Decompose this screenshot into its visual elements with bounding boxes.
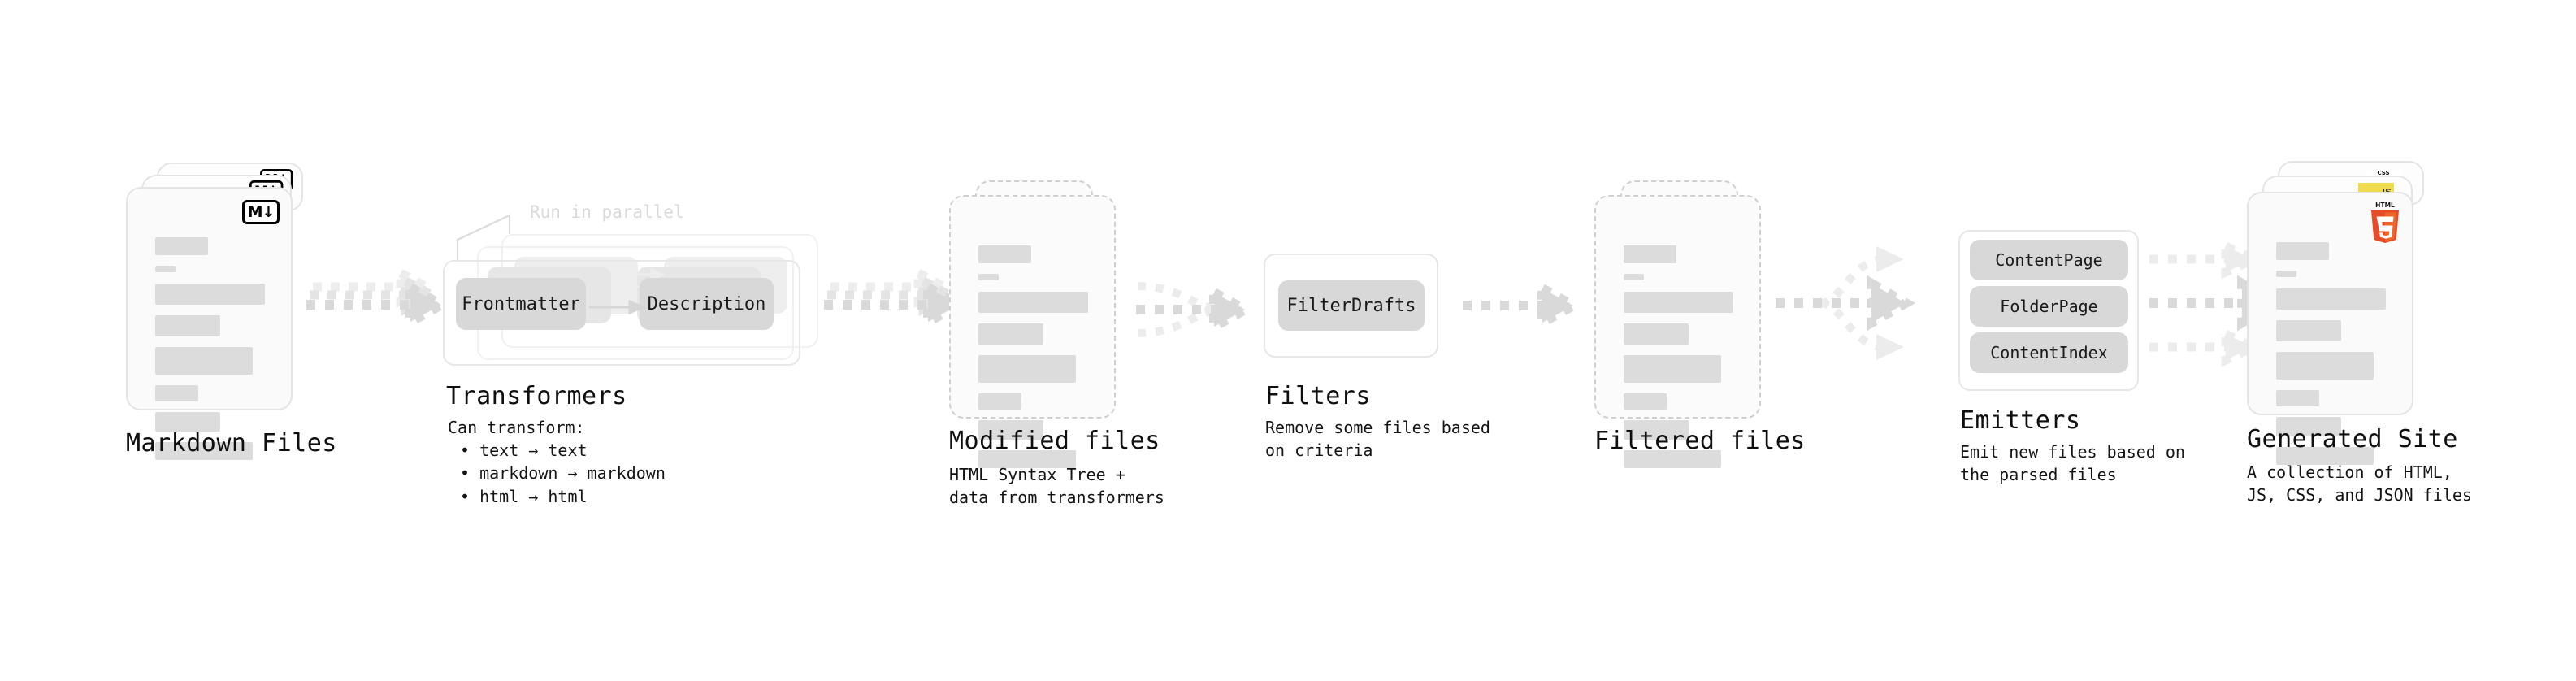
content-bar [1624, 355, 1721, 383]
content-bar [2276, 288, 2386, 310]
transformer-pill-description[interactable]: Description [640, 278, 774, 330]
emitters-subtitle: Emit new files based on the parsed files [1960, 442, 2185, 485]
content-bar [155, 442, 253, 460]
markdown-files-stack: M↓ M↓ M↓ [126, 163, 313, 460]
emitter-pill-contentpage[interactable]: ContentPage [1970, 240, 2128, 280]
content-bar [155, 347, 253, 375]
filtered-card-bars [1624, 245, 1735, 479]
emitters-title: Emitters [1960, 406, 2081, 435]
content-bar [2276, 320, 2341, 341]
filters-subtitle: Remove some files based on criteria [1265, 418, 1490, 461]
content-bar [2276, 242, 2329, 260]
content-bar [2276, 417, 2341, 436]
content-bar [155, 266, 176, 272]
content-bar [2276, 352, 2374, 380]
modified-files-stack [949, 180, 1136, 468]
site-card-bars [2276, 242, 2387, 475]
modified-card-bars [978, 245, 1090, 479]
content-bar [155, 315, 220, 336]
transformers-box-front [443, 260, 800, 366]
content-bar [978, 274, 999, 280]
markdown-files-title: Markdown Files [126, 429, 337, 458]
run-in-parallel-annotation: Run in parallel [530, 202, 684, 222]
filtered-card-front [1594, 195, 1761, 468]
content-bar [2276, 390, 2319, 406]
filter-pill-filterdrafts[interactable]: FilterDrafts [1278, 280, 1425, 331]
content-bar [2276, 271, 2296, 277]
connector-modified-to-filters [1130, 260, 1268, 366]
content-bar [1624, 245, 1676, 263]
emitters-box [1958, 230, 2139, 391]
content-bar [978, 245, 1031, 263]
bullet-item: • markdown → markdown [460, 463, 666, 484]
content-bar [1624, 323, 1689, 345]
content-bar [978, 323, 1043, 345]
filtered-files-title: Filtered files [1594, 427, 1806, 455]
content-bar [1624, 450, 1721, 468]
transformers-group: Frontmatter Description Frontmatter Desc… [443, 228, 825, 366]
site-card-front: HTML [2247, 192, 2413, 465]
content-bar [1624, 393, 1667, 410]
html5-badge: HTML [2368, 201, 2402, 243]
modified-files-subtitle: HTML Syntax Tree + data from transformer… [949, 465, 1164, 508]
generated-site-title: Generated Site [2247, 425, 2458, 453]
markdown-card-bars [155, 237, 267, 471]
markdown-card-front: M↓ [126, 187, 293, 460]
content-bar [155, 237, 208, 255]
connector-transformers-to-modified [824, 265, 969, 349]
content-bar [1624, 420, 1689, 440]
transformers-bullets: • text → text • markdown → markdown • ht… [460, 439, 666, 508]
filters-box [1264, 254, 1438, 358]
transformers-subtitle: Can transform: [448, 418, 585, 437]
modified-files-title: Modified files [949, 427, 1160, 455]
content-bar [978, 355, 1076, 383]
transformer-pill-frontmatter[interactable]: Frontmatter [456, 278, 586, 330]
connector-filtered-to-emitters [1776, 232, 1926, 374]
content-bar [978, 393, 1021, 410]
generated-site-stack: CSS JS HTML [2247, 161, 2450, 465]
bullet-item: • text → text [460, 440, 588, 460]
filtered-files-stack [1594, 180, 1781, 468]
content-bar [978, 292, 1088, 313]
filters-title: Filters [1265, 382, 1371, 410]
markdown-badge-front: M↓ [242, 200, 280, 224]
content-bar [1624, 274, 1644, 280]
transformers-title: Transformers [446, 382, 627, 410]
content-bar [2276, 447, 2374, 465]
content-bar [155, 385, 198, 401]
emitter-pill-contentindex[interactable]: ContentIndex [1970, 332, 2128, 373]
connector-markdown-to-transformers [306, 265, 452, 349]
content-bar [155, 284, 265, 305]
bullet-item: • html → html [460, 486, 588, 506]
generated-site-subtitle: A collection of HTML, JS, CSS, and JSON … [2247, 462, 2472, 505]
content-bar [155, 412, 220, 432]
svg-text:HTML: HTML [2375, 202, 2395, 209]
connector-filters-to-filtered [1463, 280, 1601, 337]
content-bar [1624, 292, 1733, 313]
emitter-pill-folderpage[interactable]: FolderPage [1970, 286, 2128, 327]
modified-card-front [949, 195, 1116, 468]
content-bar [978, 420, 1043, 440]
content-bar [978, 450, 1076, 468]
